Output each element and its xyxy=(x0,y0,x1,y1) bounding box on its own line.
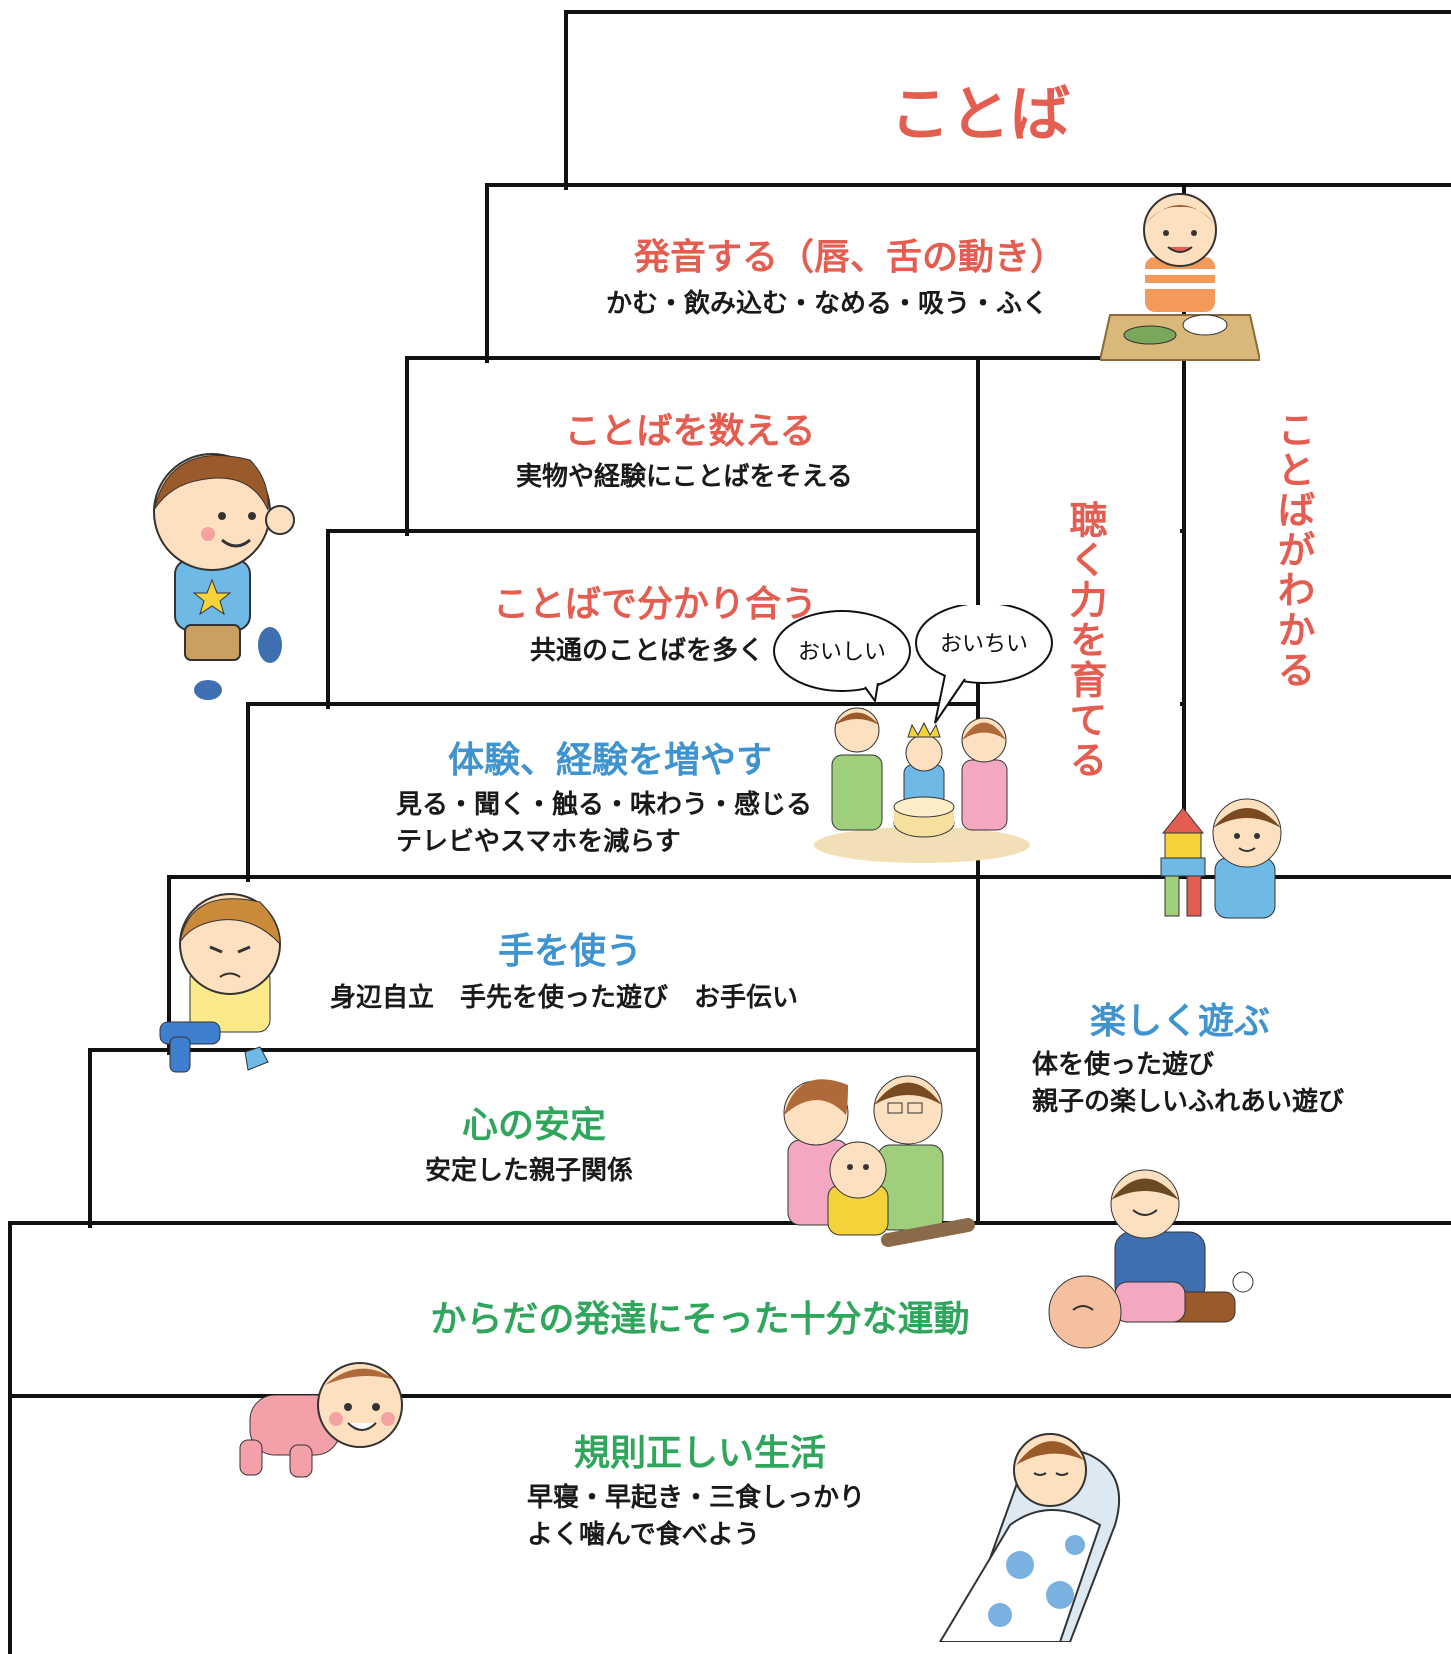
taiken-title: 体験、経験を増やす xyxy=(447,740,772,781)
seikatsu-title: 規則正しい生活 xyxy=(573,1433,826,1474)
side-column-mask-asobu xyxy=(980,878,1451,1218)
te-sub: 身辺自立 手先を使った遊び お手伝い xyxy=(330,983,799,1013)
asobu-sub1: 体を使った遊び xyxy=(1032,1050,1215,1080)
bubble-right-text: おいちい xyxy=(940,632,1028,657)
seikatsu-sub2: よく噛んで食べよう xyxy=(527,1520,760,1550)
kiku-vertical-label: 聴く力を育てる xyxy=(1063,500,1107,780)
asobu-title: 楽しく遊ぶ xyxy=(1089,1001,1270,1042)
step-kokoro xyxy=(88,1048,1451,1228)
step-hatsuon xyxy=(485,183,1451,363)
boy-star-shirt-illustration xyxy=(153,453,295,700)
speech-bubbles: おいしい おいちい xyxy=(773,605,1053,724)
bubble-left-text: おいしい xyxy=(798,640,886,665)
side-column-mask-wakaru xyxy=(1186,190,1451,876)
wakariau-title: ことばで分かり合う xyxy=(492,584,817,625)
wakariau-sub: 共通のことばを多く xyxy=(530,636,765,666)
step-karada xyxy=(8,1221,1451,1401)
step-wakariau xyxy=(326,529,1451,709)
hatsuon-title: 発音する（唇、舌の動き） xyxy=(633,237,1066,278)
child-dressing-illustration xyxy=(159,893,281,1073)
boy-blocks-illustration xyxy=(1160,798,1282,919)
kazoeru-title: ことばを数える xyxy=(564,411,816,452)
te-title: 手を使う xyxy=(497,931,642,972)
family-baby-illustration xyxy=(783,1075,975,1247)
speech-bubble-left: おいしい xyxy=(773,610,911,704)
crawling-baby-illustration xyxy=(239,1362,403,1478)
step-te xyxy=(167,875,1451,1055)
divider-wakaru-left xyxy=(1182,186,1186,878)
kokoro-sub: 安定した親子関係 xyxy=(425,1156,634,1186)
birthday-family-illustration xyxy=(814,707,1030,863)
step-taiken xyxy=(246,702,1451,882)
hatsuon-sub: かむ・飲み込む・なめる・吸う・ふく xyxy=(606,289,1049,319)
boy-eating-illustration xyxy=(1100,193,1260,361)
parent-child-play-illustration xyxy=(1048,1169,1254,1349)
taiken-sub1: 見る・聞く・触る・味わう・感じる xyxy=(396,790,813,820)
sleeping-child-illustration xyxy=(938,1433,1121,1642)
step-kazoeru xyxy=(405,356,1451,536)
taiken-sub2: テレビやスマホを減らす xyxy=(396,827,681,857)
karada-title: からだの発達にそった十分な運動 xyxy=(430,1299,970,1340)
kazoeru-sub: 実物や経験にことばをそえる xyxy=(516,462,853,492)
speech-bubble-right: おいちい xyxy=(915,605,1053,724)
step-seikatsu xyxy=(8,1394,1451,1654)
kokoro-title: 心の安定 xyxy=(461,1105,606,1146)
wakaru-vertical-label: ことばがわかる xyxy=(1271,410,1315,690)
asobu-sub2: 親子の楽しいふれあい遊び xyxy=(1032,1087,1345,1117)
kotoba-title: ことば xyxy=(890,80,1070,150)
seikatsu-sub1: 早寝・早起き・三食しっかり xyxy=(527,1483,866,1513)
step-kotoba xyxy=(564,10,1451,190)
